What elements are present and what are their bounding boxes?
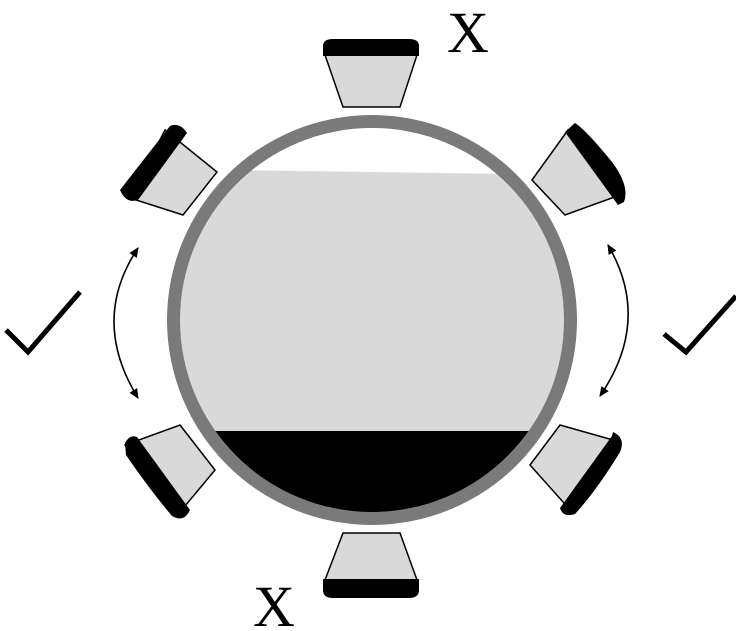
round-table xyxy=(167,110,580,541)
seat-lower-right xyxy=(530,425,622,515)
check-icon xyxy=(664,296,736,352)
seat-upper-left xyxy=(120,125,217,215)
double-arrow-icon xyxy=(114,248,138,398)
seat-bottom xyxy=(323,533,419,598)
bottom-x-label: X xyxy=(253,574,295,631)
top-x-label: X xyxy=(447,0,489,65)
seat-upper-right xyxy=(532,123,626,215)
double-arrow-icon xyxy=(600,245,628,396)
seat-lower-left xyxy=(125,425,215,518)
check-icon xyxy=(6,292,80,352)
seat-top xyxy=(323,39,419,107)
